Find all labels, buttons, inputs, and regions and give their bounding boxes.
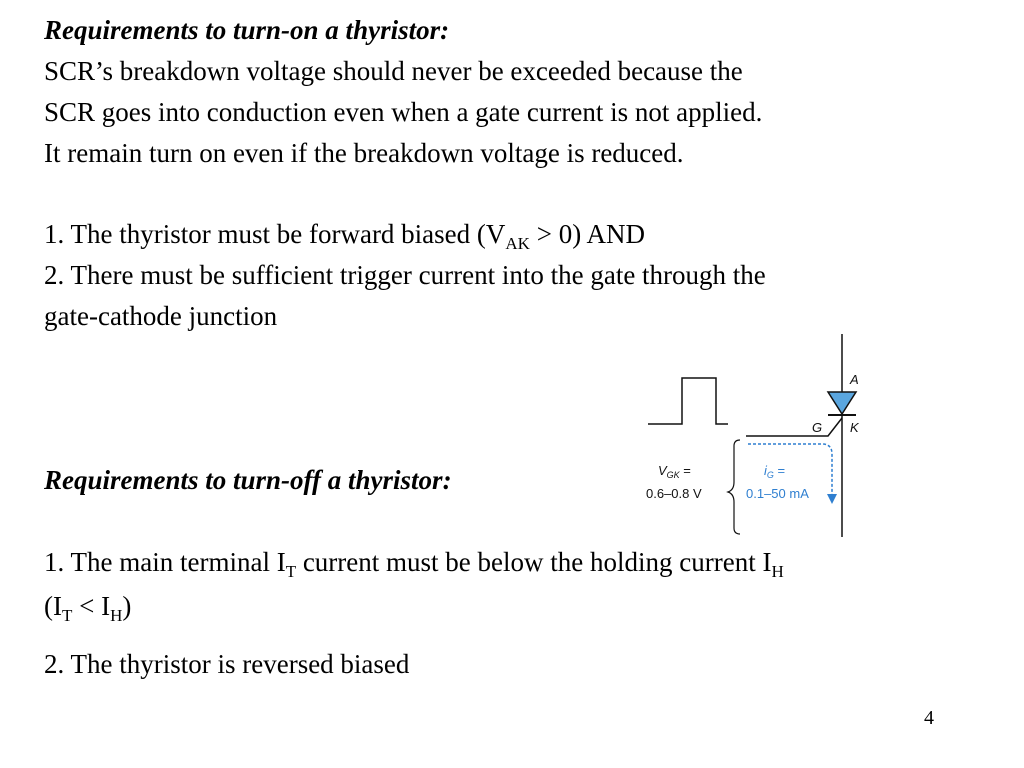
gate-wire: [746, 417, 843, 437]
condition-less-than: < I: [72, 591, 111, 621]
cathode-label: K: [850, 420, 860, 435]
gate-label: G: [812, 420, 822, 435]
ig-label: iG =: [764, 463, 785, 480]
condition-ih-subscript: H: [110, 606, 123, 625]
vgk-label: VGK =: [658, 463, 691, 480]
turn-on-paragraph-line-1: SCR’s breakdown voltage should never be …: [44, 56, 743, 86]
scr-gate-trigger-diagram: A G K VGK = 0.6–0.8 V iG = 0.1–50 mA: [646, 334, 860, 537]
thyristor-symbol: [826, 391, 858, 416]
it-subscript: T: [285, 562, 297, 581]
page-number: 4: [924, 707, 934, 729]
turn-on-item-2-line-2: gate-cathode junction: [44, 301, 278, 331]
condition-it-subscript: T: [61, 606, 73, 625]
turn-off-item-1-middle: current must be below the holding curren…: [296, 547, 772, 577]
turn-off-item-1-text: 1. The main terminal I: [44, 547, 286, 577]
turn-on-item-1-text: 1. The thyristor must be forward biased …: [44, 219, 506, 249]
turn-on-paragraph-line-3: It remain turn on even if the breakdown …: [44, 138, 684, 168]
turn-on-paragraph-line-2: SCR goes into conduction even when a gat…: [44, 97, 763, 127]
turn-on-item-1: 1. The thyristor must be forward biased …: [44, 218, 645, 253]
vgk-bracket: [726, 439, 741, 535]
gate-current-arrow: [748, 443, 833, 498]
gate-current-arrowhead: [827, 494, 837, 504]
turn-off-heading: Requirements to turn-off a thyristor:: [44, 465, 452, 495]
turn-off-item-1-condition: (IT < IH): [44, 590, 132, 625]
turn-on-heading: Requirements to turn-on a thyristor:: [44, 15, 450, 45]
ih-subscript: H: [771, 562, 784, 581]
turn-on-item-2-line-1: 2. There must be sufficient trigger curr…: [44, 260, 766, 290]
turn-off-item-1: 1. The main terminal IT current must be …: [44, 546, 784, 581]
turn-off-item-2: 2. The thyristor is reversed biased: [44, 649, 410, 679]
condition-close: ): [122, 591, 132, 621]
gate-pulse-waveform: [648, 377, 728, 425]
ig-value: 0.1–50 mA: [746, 486, 809, 501]
anode-label: A: [849, 372, 859, 387]
turn-on-item-1-condition: > 0) AND: [529, 219, 645, 249]
vak-subscript: AK: [505, 234, 530, 253]
vgk-value: 0.6–0.8 V: [646, 486, 702, 501]
condition-open: (I: [44, 591, 62, 621]
